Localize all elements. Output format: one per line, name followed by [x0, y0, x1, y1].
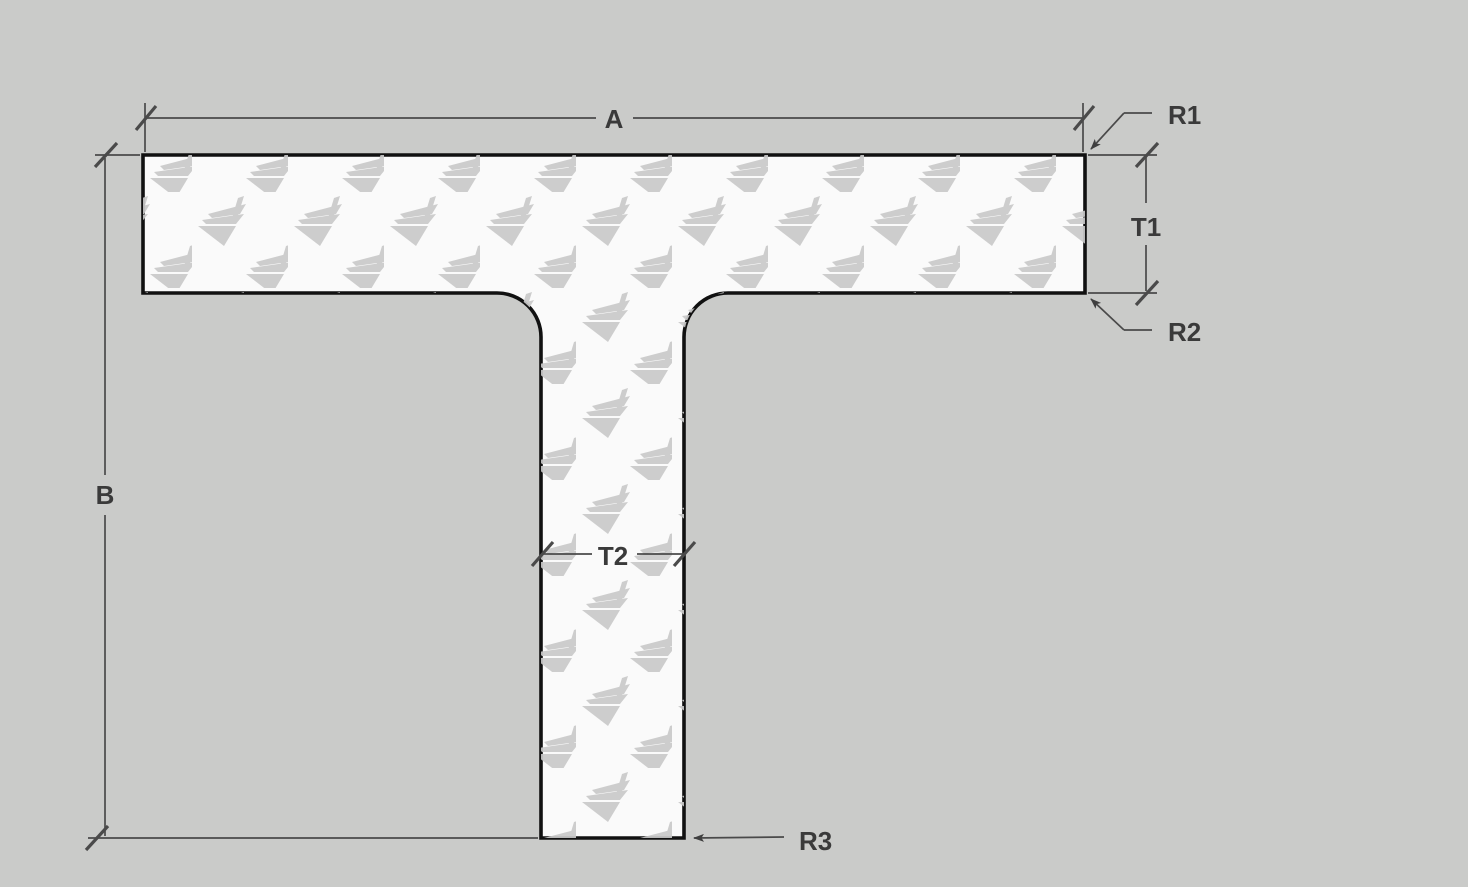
callout-r2 [1090, 298, 1152, 331]
dimension-t2-tick-right [672, 540, 697, 568]
dimension-a [134, 103, 1096, 152]
callout-r1-leader-arrow [1090, 112, 1125, 150]
dimension-b-tick-bottom [84, 824, 110, 852]
callout-r3-leader-arrow [693, 833, 785, 842]
dimension-b-label: B [96, 480, 115, 510]
callout-r2-leader-arrow [1090, 298, 1125, 331]
section-hatch [143, 155, 1085, 838]
callout-r1 [1090, 112, 1152, 150]
dimension-t1 [1088, 141, 1160, 307]
callout-r3-label: R3 [799, 826, 832, 856]
callout-r3 [693, 833, 785, 842]
callout-r1-label: R1 [1168, 100, 1201, 130]
dimension-a-label: A [605, 104, 624, 134]
dimension-t1-label: T1 [1131, 212, 1161, 242]
tee-section-profile [141, 153, 1087, 840]
dimension-t1-tick-bottom [1134, 279, 1160, 307]
dimension-a-tick-left [134, 104, 158, 132]
dimension-b-tick-top [93, 141, 119, 169]
dimension-b [84, 141, 538, 852]
dimension-t1-tick-top [1134, 141, 1160, 169]
dimension-a-tick-right [1072, 104, 1096, 132]
callout-r2-label: R2 [1168, 317, 1201, 347]
dimension-t2-label: T2 [598, 541, 628, 571]
dimension-t2-tick-left [530, 540, 555, 568]
dimension-t2 [530, 540, 697, 568]
